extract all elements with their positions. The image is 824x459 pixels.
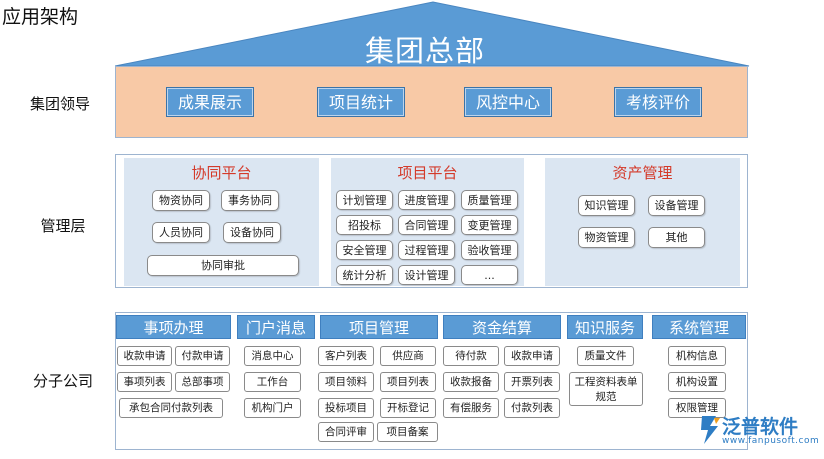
hq-title: 集团总部: [364, 34, 485, 68]
sub-head-system[interactable]: 系统管理: [652, 315, 746, 339]
sub-head-funds[interactable]: 资金结算: [443, 315, 561, 339]
pill-process-mgmt[interactable]: 过程管理: [398, 240, 455, 260]
leader-item-assessment[interactable]: 考核评价: [614, 87, 702, 117]
cell-matters-list[interactable]: 事项列表: [117, 372, 172, 392]
cell-org-portal[interactable]: 机构门户: [244, 398, 301, 418]
pill-safety-mgmt[interactable]: 安全管理: [336, 240, 393, 260]
sub-head-portal[interactable]: 门户消息: [237, 315, 315, 339]
panel-title-project-platform: 项目平台: [397, 164, 458, 182]
pill-material-collab[interactable]: 物资协同: [152, 190, 210, 211]
cell-org-info[interactable]: 机构信息: [668, 346, 726, 366]
leader-item-project-stats[interactable]: 项目统计: [317, 87, 405, 117]
pill-stat-analysis[interactable]: 统计分析: [336, 265, 393, 285]
leader-item-risk-center[interactable]: 风控中心: [464, 87, 552, 117]
cell-project-list[interactable]: 项目列表: [380, 372, 436, 392]
cell-org-settings[interactable]: 机构设置: [668, 372, 726, 392]
cell-contract-payment-list[interactable]: 承包合同付款列表: [119, 398, 223, 418]
pill-affairs-collab[interactable]: 事务协同: [221, 190, 279, 211]
logo-url: www.fanpusoft.com: [722, 436, 820, 446]
pill-collab-approval[interactable]: 协同审批: [147, 255, 299, 276]
cell-payment-request[interactable]: 付款申请: [175, 346, 230, 366]
cell-receipt-request[interactable]: 收款申请: [117, 346, 172, 366]
sub-head-matters[interactable]: 事项办理: [116, 315, 231, 339]
cell-paid-service[interactable]: 有偿服务: [443, 398, 499, 418]
cell-permission-mgmt[interactable]: 权限管理: [668, 398, 726, 418]
pill-material-mgmt[interactable]: 物资管理: [578, 227, 635, 248]
cell-hq-matters[interactable]: 总部事项: [175, 372, 230, 392]
panel-title-collaboration: 协同平台: [191, 164, 252, 182]
pill-design-mgmt[interactable]: 设计管理: [398, 265, 455, 285]
pill-plan-mgmt[interactable]: 计划管理: [336, 190, 393, 210]
cell-quality-docs[interactable]: 质量文件: [577, 346, 634, 366]
cell-project-material[interactable]: 项目领料: [318, 372, 374, 392]
pill-contract-mgmt[interactable]: 合同管理: [398, 215, 455, 235]
pill-other[interactable]: 其他: [648, 227, 705, 248]
cell-pending-payment[interactable]: 待付款: [443, 346, 499, 366]
cell-invoice-list[interactable]: 开票列表: [504, 372, 560, 392]
row-label-subsidiary: 分子公司: [32, 372, 93, 390]
row-label-management: 管理层: [40, 217, 86, 235]
cell-customer-list[interactable]: 客户列表: [318, 346, 374, 366]
cell-engineering-forms[interactable]: 工程资料表单规范: [569, 372, 643, 406]
cell-receipt-report[interactable]: 收款报备: [443, 372, 499, 392]
cell-funds-receipt-request[interactable]: 收款申请: [504, 346, 560, 366]
row-label-leadership: 集团领导: [29, 95, 90, 113]
pill-knowledge-mgmt[interactable]: 知识管理: [578, 195, 635, 216]
pill-personnel-collab[interactable]: 人员协同: [152, 222, 210, 243]
panel-title-asset-mgmt: 资产管理: [612, 164, 673, 182]
pill-acceptance-mgmt[interactable]: 验收管理: [461, 240, 518, 260]
cell-workbench[interactable]: 工作台: [244, 372, 301, 392]
pill-equipment-mgmt[interactable]: 设备管理: [648, 195, 705, 216]
pill-change-mgmt[interactable]: 变更管理: [461, 215, 518, 235]
cell-contract-review[interactable]: 合同评审: [318, 422, 374, 442]
pill-more[interactable]: ...: [461, 265, 518, 285]
logo-mark-icon: [701, 416, 720, 444]
pill-progress-mgmt[interactable]: 进度管理: [398, 190, 455, 210]
pill-equipment-collab[interactable]: 设备协同: [223, 222, 281, 243]
sub-head-knowledge[interactable]: 知识服务: [567, 315, 643, 339]
pill-quality-mgmt[interactable]: 质量管理: [461, 190, 518, 210]
cell-message-center[interactable]: 消息中心: [244, 346, 301, 366]
page-title: 应用架构: [2, 6, 79, 28]
cell-payment-list[interactable]: 付款列表: [504, 398, 560, 418]
cell-bid-project[interactable]: 投标项目: [318, 398, 374, 418]
sub-head-project[interactable]: 项目管理: [320, 315, 438, 339]
cell-project-filing[interactable]: 项目备案: [377, 422, 438, 442]
logo-name: 泛普软件: [722, 416, 799, 438]
leader-item-results[interactable]: 成果展示: [166, 87, 254, 117]
cell-bid-opening[interactable]: 开标登记: [380, 398, 436, 418]
cell-supplier[interactable]: 供应商: [380, 346, 436, 366]
pill-bidding[interactable]: 招投标: [336, 215, 393, 235]
panel-asset-mgmt: [545, 158, 740, 286]
